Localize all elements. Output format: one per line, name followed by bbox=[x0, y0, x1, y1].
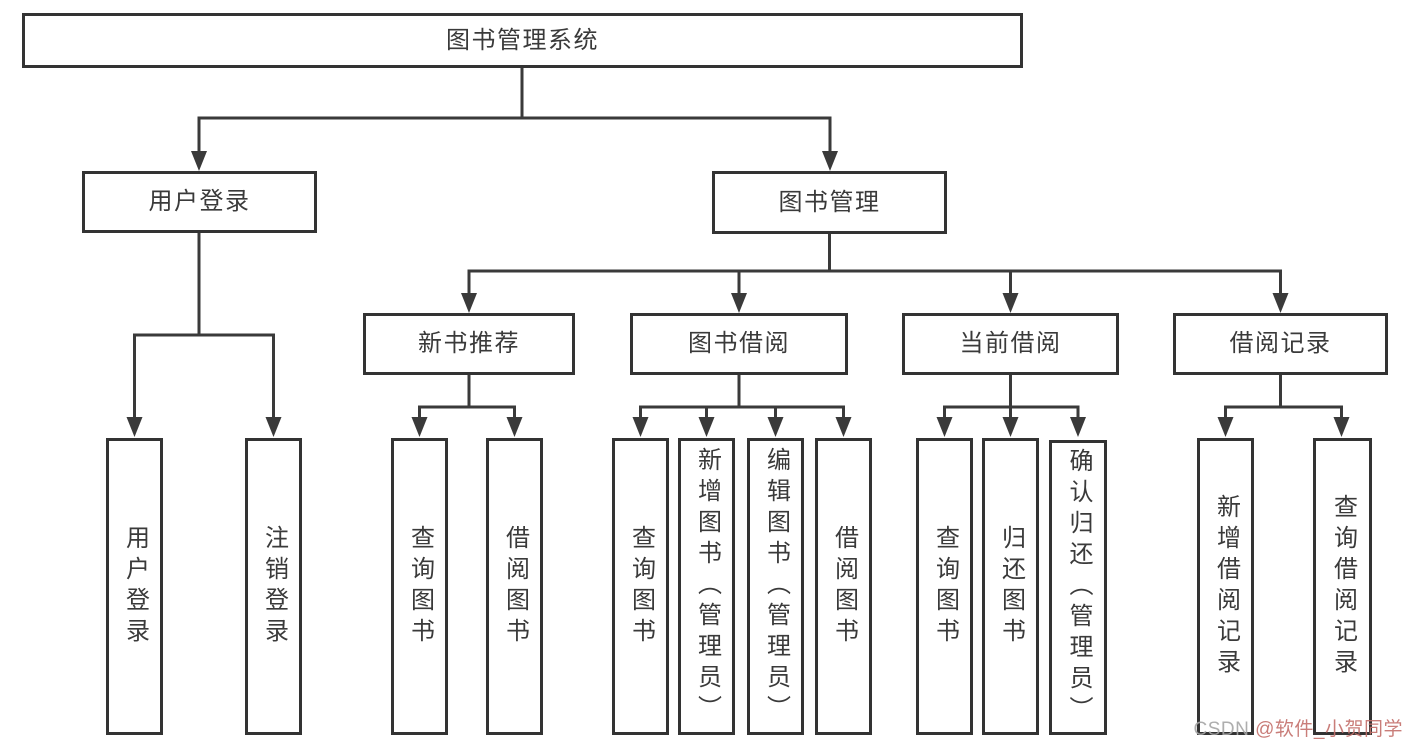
node-book-borrow-label: 图书借阅 bbox=[688, 330, 790, 357]
leaf-borrow-book-2-label: 借阅图书 bbox=[830, 524, 858, 649]
node-book-borrow: 图书借阅 bbox=[630, 313, 848, 375]
node-borrow-record: 借阅记录 bbox=[1173, 313, 1388, 375]
node-user-login: 用户登录 bbox=[82, 171, 317, 233]
node-current-borrow-label: 当前借阅 bbox=[959, 330, 1062, 357]
leaf-borrow-book-1: 借阅图书 bbox=[486, 438, 543, 735]
leaf-return-book: 归还图书 bbox=[982, 438, 1039, 735]
connector-record-fork bbox=[1224, 375, 1343, 418]
node-borrow-record-label: 借阅记录 bbox=[1229, 330, 1332, 357]
leaf-add-borrow-record-label: 新增借阅记录 bbox=[1212, 493, 1240, 680]
connector-level1-rail bbox=[197, 116, 832, 152]
leaf-logout-label: 注销登录 bbox=[260, 524, 288, 649]
leaf-edit-book-admin: 编辑图书（管理员） bbox=[747, 438, 804, 735]
connector-borrow-fork bbox=[639, 375, 845, 418]
leaf-add-borrow-record: 新增借阅记录 bbox=[1197, 438, 1254, 735]
leaf-borrow-book-1-label: 借阅图书 bbox=[501, 524, 529, 649]
leaf-add-book-admin: 新增图书（管理员） bbox=[678, 438, 735, 735]
leaf-query-book-3-label: 查询图书 bbox=[931, 524, 959, 649]
node-book-management: 图书管理 bbox=[712, 171, 947, 234]
leaf-confirm-return-admin: 确认归还（管理员） bbox=[1049, 440, 1107, 735]
leaf-return-book-label: 归还图书 bbox=[997, 524, 1025, 649]
csdn-watermark: CSDN @软件_小贺同学 bbox=[1194, 714, 1403, 741]
connector-level2-rail bbox=[467, 269, 1282, 294]
node-user-login-label: 用户登录 bbox=[148, 188, 251, 215]
leaf-edit-book-admin-label: 编辑图书（管理员） bbox=[762, 447, 790, 726]
csdn-watermark-handle: @软件_小贺同学 bbox=[1255, 719, 1403, 740]
connector-userlogin-rail bbox=[133, 333, 275, 418]
connector-newbook-fork bbox=[418, 375, 516, 418]
leaf-query-book-2-label: 查询图书 bbox=[627, 524, 655, 649]
node-new-book-recommend: 新书推荐 bbox=[363, 313, 575, 375]
leaf-query-book-2: 查询图书 bbox=[612, 438, 669, 735]
node-new-book-recommend-label: 新书推荐 bbox=[418, 330, 520, 357]
node-current-borrow: 当前借阅 bbox=[902, 313, 1119, 375]
leaf-borrow-book-2: 借阅图书 bbox=[815, 438, 872, 735]
node-root-label: 图书管理系统 bbox=[446, 26, 599, 54]
leaf-confirm-return-admin-label: 确认归还（管理员） bbox=[1065, 448, 1092, 727]
node-book-management-label: 图书管理 bbox=[778, 188, 881, 216]
leaf-query-book-3: 查询图书 bbox=[916, 438, 973, 735]
leaf-query-borrow-record: 查询借阅记录 bbox=[1313, 438, 1372, 735]
leaf-user-login: 用户登录 bbox=[106, 438, 163, 735]
node-root: 图书管理系统 bbox=[22, 13, 1023, 68]
csdn-watermark-prefix: CSDN bbox=[1193, 719, 1256, 740]
leaf-query-book-1-label: 查询图书 bbox=[406, 524, 434, 649]
leaf-query-book-1: 查询图书 bbox=[391, 438, 448, 735]
leaf-add-book-admin-label: 新增图书（管理员） bbox=[693, 447, 721, 726]
leaf-query-borrow-record-label: 查询借阅记录 bbox=[1329, 493, 1357, 680]
leaf-user-login-label: 用户登录 bbox=[121, 524, 149, 649]
leaf-logout: 注销登录 bbox=[245, 438, 302, 735]
connector-current-fork bbox=[943, 375, 1080, 418]
